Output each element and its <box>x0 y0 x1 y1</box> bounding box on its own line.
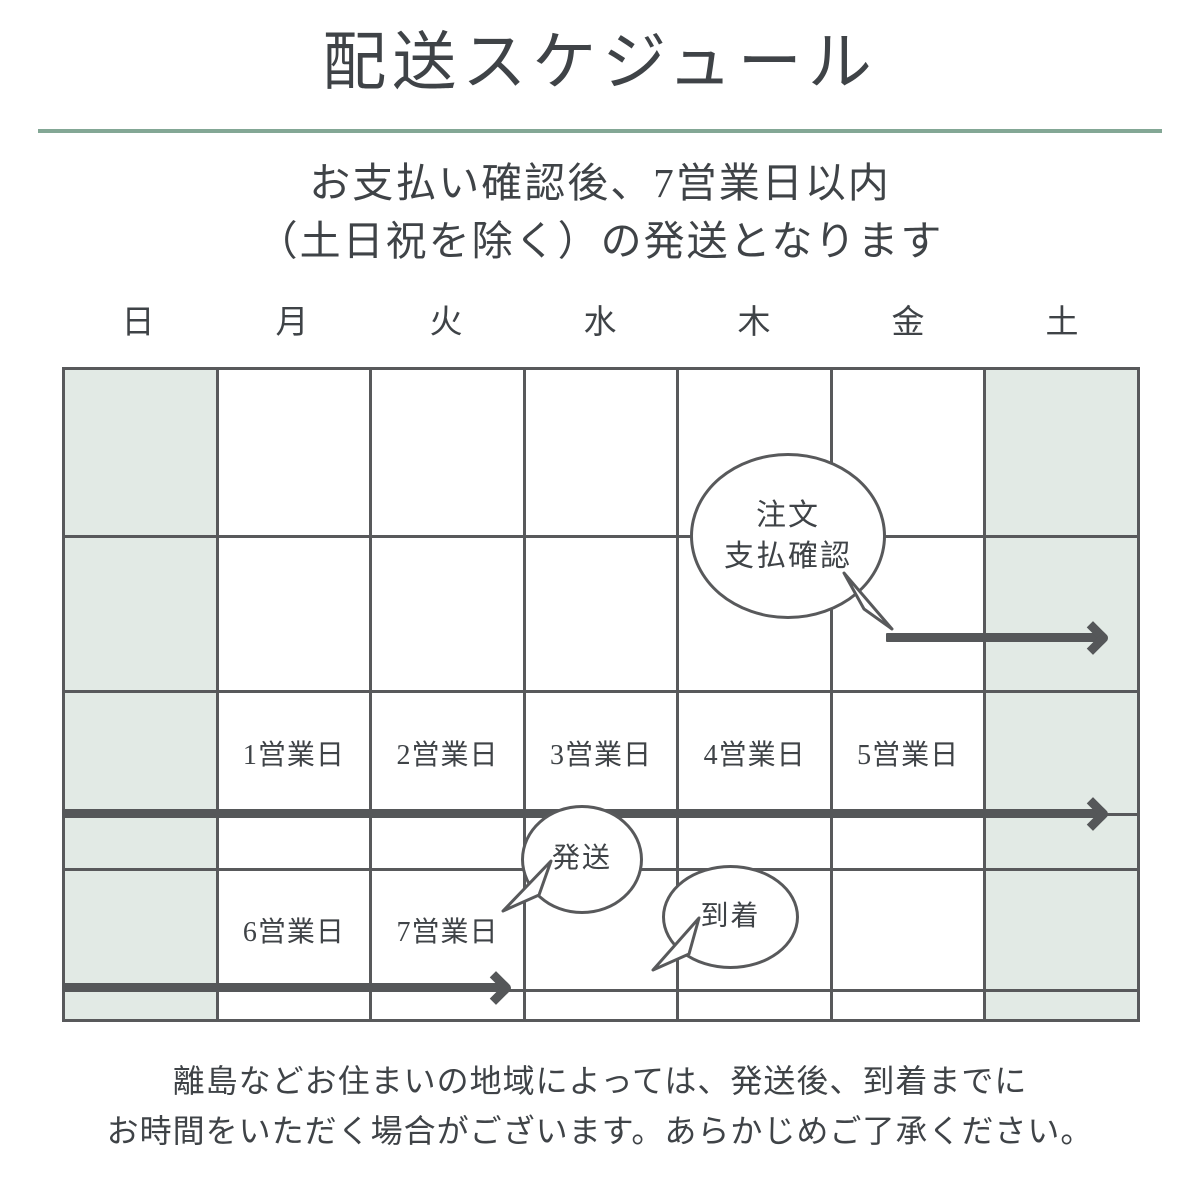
title-divider <box>38 129 1162 133</box>
cell-r2-tue <box>372 538 526 690</box>
bubble-arrival: 到着 <box>662 865 799 969</box>
calendar-row-2 <box>65 538 1138 690</box>
weekday-header-wed: 水 <box>583 305 619 341</box>
cell-r1-sat <box>986 370 1138 535</box>
weekday-header-mon: 月 <box>275 305 311 341</box>
row-divider-2 <box>65 690 1137 693</box>
weekday-header-sat: 土 <box>1045 305 1081 341</box>
row-divider-5 <box>65 989 1137 992</box>
subtitle: お支払い確認後、7営業日以内 （土日祝を除く）の発送となります <box>0 154 1200 270</box>
cell-r3-sun <box>65 693 219 813</box>
cell-r4-sun <box>65 816 219 868</box>
cell-r4-sat <box>986 816 1138 868</box>
cell-r5-mon: 6営業日 <box>219 871 373 989</box>
calendar-row-4 <box>65 816 1138 868</box>
cell-r3-thu: 4営業日 <box>679 693 833 813</box>
weekday-header-thu: 木 <box>737 305 773 341</box>
bubble-order-line-1: 注文 <box>756 498 820 532</box>
cell-r5-thu <box>679 871 833 989</box>
footer-line-2: お時間をいただく場合がございます。あらかじめご了承ください。 <box>106 1112 1094 1149</box>
weekday-header-tue: 火 <box>429 305 465 341</box>
cell-r1-thu <box>679 370 833 535</box>
cell-r2-thu <box>679 538 833 690</box>
cell-r2-sun <box>65 538 219 690</box>
cell-r2-sat <box>986 538 1138 690</box>
bubble-arrival-line-1: 到着 <box>700 900 761 932</box>
row-divider-1 <box>65 535 1137 538</box>
cell-r1-fri <box>833 370 987 535</box>
cell-r1-tue <box>372 370 526 535</box>
cell-r2-mon <box>219 538 373 690</box>
cell-r3-tue: 2営業日 <box>372 693 526 813</box>
cell-r2-wed <box>526 538 680 690</box>
cell-r6-sat <box>986 992 1138 1019</box>
footer-line-1: 離島などお住まいの地域によっては、発送後、到着までに <box>172 1063 1028 1099</box>
weekday-header-sun: 日 <box>121 305 157 341</box>
cell-r6-thu <box>679 992 833 1019</box>
cell-r3-sat <box>986 693 1138 813</box>
calendar-row-1 <box>65 370 1138 535</box>
cell-r5-tue: 7営業日 <box>372 871 526 989</box>
cell-r6-mon <box>219 992 373 1019</box>
subtitle-line-2: （土日祝を除く）の発送となります <box>256 218 944 265</box>
calendar-row-6 <box>65 992 1138 1019</box>
cell-r4-wed <box>526 816 680 868</box>
weekday-header-row: 日 月 火 水 木 金 土 <box>62 297 1140 349</box>
cell-r1-sun <box>65 370 219 535</box>
cell-r6-sun <box>65 992 219 1019</box>
cell-r4-mon <box>219 816 373 868</box>
cell-r6-tue <box>372 992 526 1019</box>
footer-note: 離島などお住まいの地域によっては、発送後、到着までに お時間をいただく場合がござ… <box>0 1057 1200 1156</box>
cell-r2-fri <box>833 538 987 690</box>
calendar-row-3: 1営業日 2営業日 3営業日 4営業日 5営業日 <box>65 693 1138 813</box>
bubble-shipment: 発送 <box>521 805 643 914</box>
cell-r1-mon <box>219 370 373 535</box>
cell-r6-wed <box>526 992 680 1019</box>
cell-r5-sun <box>65 871 219 989</box>
cell-r3-fri: 5営業日 <box>833 693 987 813</box>
subtitle-line-1: お支払い確認後、7営業日以内 <box>309 160 891 206</box>
weekday-header-fri: 金 <box>891 305 927 341</box>
arrow-week3-to-delivery <box>62 983 504 992</box>
cell-r1-wed <box>526 370 680 535</box>
cell-r4-thu <box>679 816 833 868</box>
bubble-order-payment: 注文 支払確認 <box>690 453 886 619</box>
cell-r6-fri <box>833 992 987 1019</box>
calendar-row-5: 6営業日 7営業日 <box>65 871 1138 989</box>
cell-r5-fri <box>833 871 987 989</box>
cell-r4-fri <box>833 816 987 868</box>
arrow-week1-to-week2 <box>886 633 1101 642</box>
cell-r5-sat <box>986 871 1138 989</box>
bubble-shipment-line-1: 発送 <box>551 843 612 875</box>
cell-r3-wed: 3営業日 <box>526 693 680 813</box>
bubble-order-line-2: 支払確認 <box>724 540 852 573</box>
calendar-grid: 1営業日 2営業日 3営業日 4営業日 5営業日 6営業日 7営業日 <box>62 367 1140 1022</box>
cell-r4-tue <box>372 816 526 868</box>
cell-r3-mon: 1営業日 <box>219 693 373 813</box>
page-title: 配送スケジュール <box>322 27 878 98</box>
